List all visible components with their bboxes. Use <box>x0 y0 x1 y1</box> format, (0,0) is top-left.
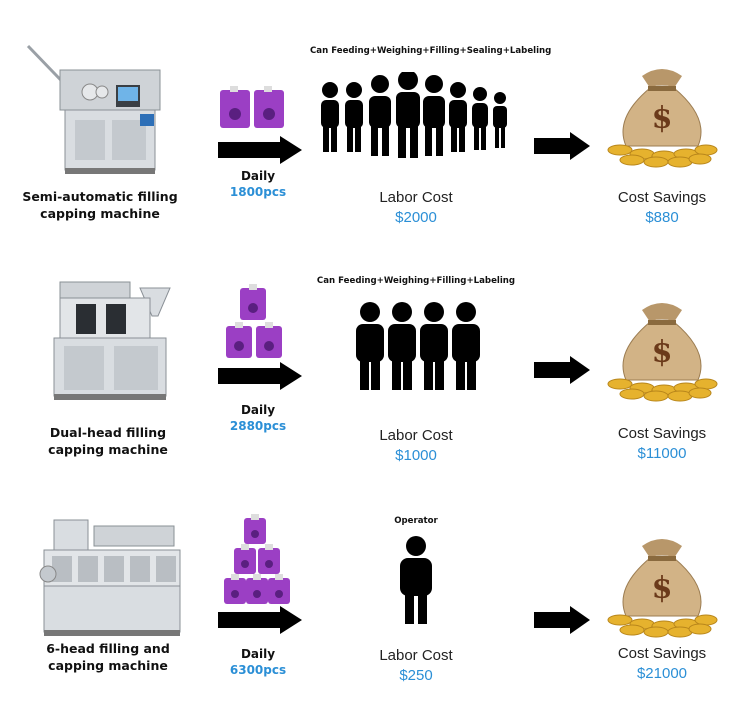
money-bag-icon: $ <box>606 292 718 402</box>
pouch-icon <box>246 574 268 604</box>
machine-image <box>20 40 170 180</box>
machine-label: Dual-head filling capping machine <box>8 424 208 458</box>
machine-image <box>40 276 180 404</box>
worker-icon <box>452 302 480 390</box>
worker-icon <box>449 82 467 152</box>
cost-savings-value: $21000 <box>636 665 688 682</box>
cost-savings-label: Cost Savings <box>617 645 707 662</box>
cost-savings-value: $11000 <box>637 445 687 462</box>
worker-icon <box>356 302 384 390</box>
arrow-right-icon <box>534 132 590 160</box>
worker-icon <box>321 82 339 152</box>
svg-text:$: $ <box>652 571 673 606</box>
cost-savings: Cost Savings $21000 <box>592 644 732 684</box>
labor-cost-value: $2000 <box>395 209 437 226</box>
arrow-right-icon <box>218 136 302 164</box>
process-label: Operator <box>394 516 438 526</box>
daily-label: Daily <box>240 169 276 183</box>
worker-icon <box>423 75 445 156</box>
daily-output: Daily 6300pcs <box>218 646 298 678</box>
row-semi-automatic: Semi-automatic filling capping machine D… <box>0 0 750 240</box>
labor-cost-label: Labor Cost <box>379 647 453 664</box>
svg-text:$: $ <box>652 101 673 136</box>
process-label: Can Feeding+Weighing+Filling+Sealing+Lab… <box>310 46 552 56</box>
pouch-icon <box>220 86 250 128</box>
machine-label: 6-head filling and capping machine <box>8 640 208 674</box>
row-6-head: 6-head filling and capping machine Daily… <box>0 480 750 720</box>
pouch-group <box>224 284 284 360</box>
pouch-icon <box>240 284 266 320</box>
cost-savings-label: Cost Savings <box>617 425 707 442</box>
row-dual-head: Dual-head filling capping machine Daily … <box>0 240 750 480</box>
machine-label-line: Dual-head filling <box>49 425 167 440</box>
cost-savings: Cost Savings $11000 <box>592 424 732 464</box>
cost-savings: Cost Savings $880 <box>592 188 732 228</box>
pouch-icon <box>268 574 290 604</box>
daily-output: Daily 1800pcs <box>218 168 298 200</box>
labor-cost-value: $1000 <box>395 447 437 464</box>
money-bag-icon: $ <box>606 58 718 168</box>
worker-icon <box>345 82 363 152</box>
daily-value: 6300pcs <box>229 663 287 677</box>
daily-value: 1800pcs <box>229 185 287 199</box>
labor-cost: Labor Cost $2000 <box>346 188 486 228</box>
daily-label: Daily <box>240 647 276 661</box>
pouch-icon <box>226 322 252 358</box>
pouch-icon <box>234 544 256 574</box>
labor-cost-value: $250 <box>399 667 433 684</box>
worker-icon <box>420 302 448 390</box>
pouch-icon <box>224 574 246 604</box>
labor-cost: Labor Cost $250 <box>346 646 486 686</box>
worker-group <box>354 302 484 394</box>
pouch-icon <box>254 86 284 128</box>
cost-savings-value: $880 <box>645 209 679 226</box>
machine-image <box>34 516 184 640</box>
machine-label: Semi-automatic filling capping machine <box>0 188 200 222</box>
daily-label: Daily <box>240 403 276 417</box>
labor-cost-label: Labor Cost <box>379 427 453 444</box>
daily-output: Daily 2880pcs <box>218 402 298 434</box>
process-label: Can Feeding+Weighing+Filling+Labeling <box>316 276 516 286</box>
labor-cost: Labor Cost $1000 <box>346 426 486 466</box>
machine-label-line: 6-head filling and <box>46 641 170 656</box>
machine-label-line: Semi-automatic filling <box>22 189 178 204</box>
machine-label-line: capping machine <box>48 442 168 457</box>
machine-label-line: capping machine <box>40 206 160 221</box>
worker-icon <box>369 75 391 156</box>
arrow-right-icon <box>534 606 590 634</box>
worker-icon <box>493 92 507 148</box>
worker-icon <box>396 536 436 624</box>
cost-savings-label: Cost Savings <box>617 189 707 206</box>
worker-icon <box>396 72 420 158</box>
daily-value: 2880pcs <box>229 419 287 433</box>
pouch-icon <box>256 322 282 358</box>
pouch-icon <box>244 514 266 544</box>
arrow-right-icon <box>218 606 302 634</box>
arrow-right-icon <box>534 356 590 384</box>
pouch-icon <box>258 544 280 574</box>
labor-cost-label: Labor Cost <box>379 189 453 206</box>
pouch-group <box>222 514 292 606</box>
worker-group <box>318 72 518 158</box>
worker-icon <box>472 87 488 150</box>
money-bag-icon: $ <box>606 528 718 638</box>
machine-label-line: capping machine <box>48 658 168 673</box>
svg-text:$: $ <box>652 335 673 370</box>
arrow-right-icon <box>218 362 302 390</box>
pouch-group <box>218 84 288 130</box>
worker-icon <box>388 302 416 390</box>
